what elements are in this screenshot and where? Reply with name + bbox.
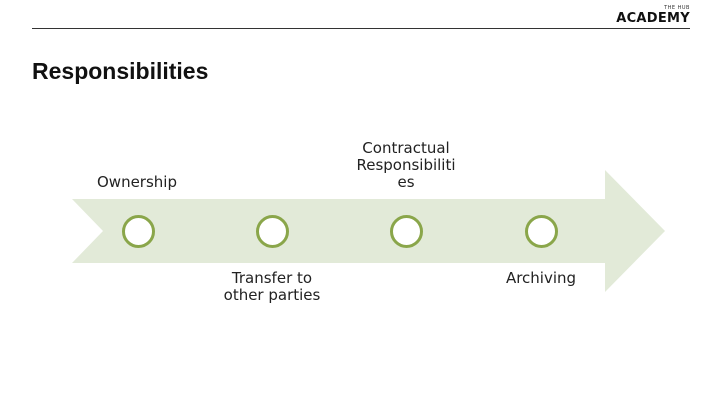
step-label-contractual: Contractual Responsibiliti es bbox=[356, 139, 456, 191]
timeline-arrow-shape bbox=[72, 170, 665, 292]
brand-name: ACADEMY bbox=[616, 11, 690, 26]
header-divider bbox=[32, 28, 690, 29]
milestone-archiving bbox=[525, 215, 558, 248]
milestone-ownership bbox=[122, 215, 155, 248]
milestone-contractual bbox=[390, 215, 423, 248]
page-title: Responsibilities bbox=[32, 58, 209, 84]
brand-tagline: THE HUB bbox=[664, 5, 690, 11]
brand-logo: THE HUB ACADEMY bbox=[616, 5, 690, 26]
step-label-transfer: Transfer to other parties bbox=[223, 269, 321, 304]
milestone-transfer bbox=[256, 215, 289, 248]
step-label-archiving: Archiving bbox=[505, 269, 577, 287]
step-label-ownership: Ownership bbox=[97, 173, 177, 191]
